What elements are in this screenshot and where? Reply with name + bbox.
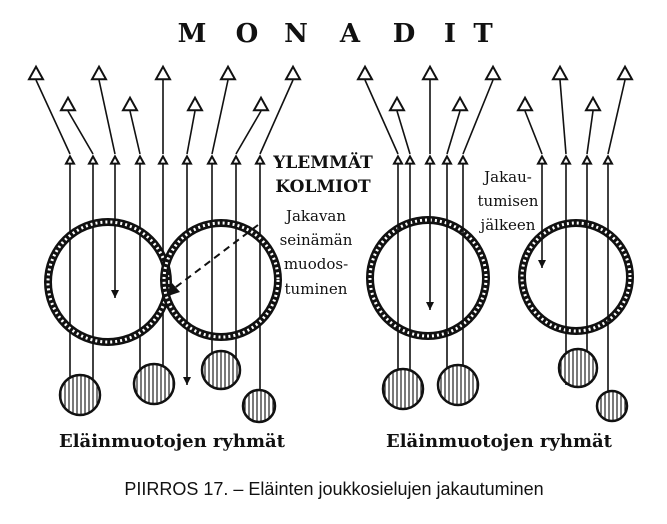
group-label-right: Eläinmuotojen ryhmät xyxy=(386,431,613,452)
title-letter: T xyxy=(473,19,493,49)
title-letter: M xyxy=(178,19,207,49)
right-divided-souls xyxy=(366,216,634,340)
left-dividing-soul xyxy=(44,218,282,346)
monad-line xyxy=(396,110,411,155)
animal-group-circle xyxy=(381,367,425,411)
monad-line xyxy=(446,110,461,155)
division-wall-pointer xyxy=(168,224,259,296)
label-line: seinämän xyxy=(280,231,353,249)
upper-triangle-icon xyxy=(154,64,172,81)
upper-triangle-icon xyxy=(157,154,169,165)
monad-line xyxy=(35,79,71,155)
upper-triangle-icon xyxy=(560,154,572,165)
diagram-title: M O N A D I T xyxy=(178,19,494,49)
label-dividing-wall: Jakavan seinämän muodos- tuminen xyxy=(280,207,353,298)
upper-triangle-icon xyxy=(356,64,374,81)
animal-form-groups xyxy=(58,347,629,424)
title-letter: I xyxy=(444,19,456,49)
label-after-division: Jakau- tumisen jälkeen xyxy=(478,168,539,234)
label-line: Jakau- xyxy=(482,168,532,186)
group-soul-ring-hatch xyxy=(520,221,632,333)
animal-group-circle xyxy=(200,349,242,391)
upper-triangle-icon xyxy=(134,154,146,165)
label-line: YLEMMÄT xyxy=(272,152,373,173)
label-line: Jakavan xyxy=(284,207,346,225)
animal-group-circle xyxy=(595,389,629,423)
upper-triangle-icon xyxy=(64,154,76,165)
label-line: muodos- xyxy=(284,255,348,273)
upper-triangle-icon xyxy=(27,64,45,81)
monad-line xyxy=(364,79,399,155)
label-line: jälkeen xyxy=(479,216,536,234)
upper-triangle-icon xyxy=(90,64,108,81)
arrowhead-icon xyxy=(111,290,119,298)
upper-triangle-icon xyxy=(441,154,453,165)
upper-triangle-icon xyxy=(616,64,634,81)
arrowhead-icon xyxy=(426,302,434,310)
title-letter: O xyxy=(236,19,259,49)
animal-group-circle xyxy=(241,388,277,424)
upper-triangle-icon xyxy=(404,154,416,165)
animal-group-circle xyxy=(58,373,102,417)
group-soul-ring-hatch xyxy=(368,218,488,338)
upper-triangle-icon xyxy=(254,154,266,165)
arrowhead-icon xyxy=(538,260,546,268)
monad-line xyxy=(235,110,262,155)
upper-triangle-icon xyxy=(451,95,469,112)
label-line: KOLMIOT xyxy=(275,177,371,197)
monad-line xyxy=(67,110,94,155)
upper-triangle-icon xyxy=(551,64,569,81)
animal-group-circle xyxy=(436,363,480,407)
upper-triangle-icon xyxy=(602,154,614,165)
upper-triangle-icon xyxy=(109,154,121,165)
label-upper-triangles: YLEMMÄT KOLMIOT xyxy=(272,152,373,197)
upper-triangle-icon xyxy=(206,154,218,165)
arrowhead-icon xyxy=(183,377,191,385)
upper-triangle-icon xyxy=(388,95,406,112)
upper-triangle-icon xyxy=(421,64,439,81)
label-line: tuminen xyxy=(285,280,348,298)
upper-triangle-icon xyxy=(536,154,548,165)
monad-line xyxy=(98,79,116,155)
upper-triangle-icon xyxy=(186,95,204,112)
upper-triangle-icon xyxy=(87,154,99,165)
monad-line xyxy=(259,79,294,155)
group-label-left: Eläinmuotojen ryhmät xyxy=(59,431,286,452)
group-soul-ring-outer xyxy=(160,219,282,341)
group-soul-ring-hatch xyxy=(162,221,280,339)
upper-triangle-icon xyxy=(457,154,469,165)
monad-line xyxy=(129,110,141,155)
upper-triangle-icon xyxy=(59,95,77,112)
upper-triangle-icon xyxy=(121,95,139,112)
upper-triangle-icon xyxy=(252,95,270,112)
upper-triangle-icon xyxy=(219,64,237,81)
title-letter: N xyxy=(284,19,308,49)
upper-triangle-icon xyxy=(484,64,502,81)
monad-line xyxy=(462,79,494,155)
upper-triangle-icon xyxy=(424,154,436,165)
right-monad-lines xyxy=(356,64,634,410)
title-letter: A xyxy=(339,19,361,49)
monad-line xyxy=(607,79,626,155)
figure-caption: PIIRROS 17. – Eläinten joukkosielujen ja… xyxy=(124,479,543,499)
monad-line xyxy=(211,79,229,155)
monad-line xyxy=(586,110,594,155)
upper-triangle-icon xyxy=(584,95,602,112)
monad-line xyxy=(186,110,196,155)
monad-line xyxy=(524,110,543,155)
upper-triangle-icon xyxy=(284,64,302,81)
left-monad-lines xyxy=(27,64,302,405)
upper-triangle-icon xyxy=(392,154,404,165)
animal-group-circle xyxy=(557,347,599,389)
title-letter: D xyxy=(393,19,416,49)
upper-triangle-icon xyxy=(516,95,534,112)
animal-group-circle xyxy=(132,362,176,406)
label-line: tumisen xyxy=(478,192,539,210)
upper-triangle-icon xyxy=(581,154,593,165)
upper-triangle-icon xyxy=(181,154,193,165)
monad-line xyxy=(559,79,567,155)
upper-triangle-icon xyxy=(230,154,242,165)
